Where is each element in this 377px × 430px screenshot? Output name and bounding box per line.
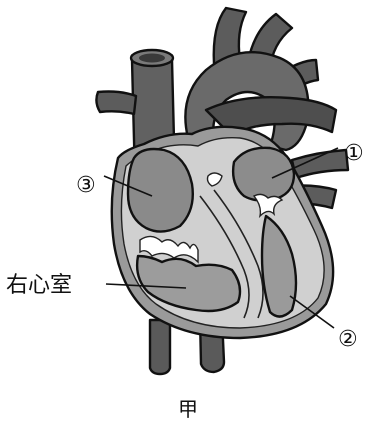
left-atrium-chamber [233,148,294,201]
label-3: ③ [76,173,96,198]
label-2: ② [338,327,358,352]
left-vessel-stub [96,92,136,115]
figure-caption: 甲 [178,397,198,421]
label-1: ① [344,141,364,166]
label-right-ventricle: 右心室 [6,273,72,298]
